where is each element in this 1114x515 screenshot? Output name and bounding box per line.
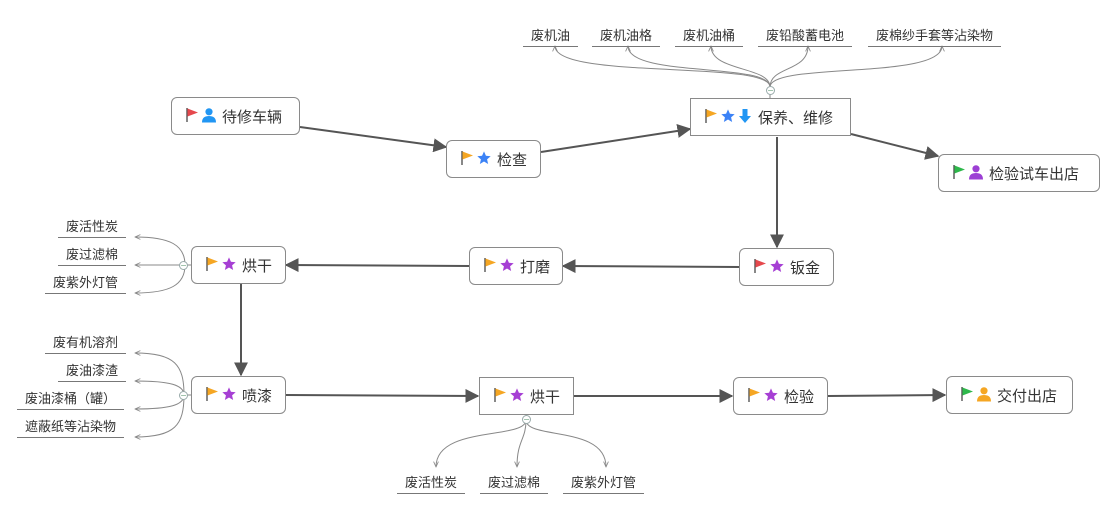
node-polish[interactable]: 打磨: [469, 247, 563, 285]
flag-orange-icon: [459, 149, 475, 167]
node-inspect[interactable]: 检查: [446, 140, 541, 178]
edge-check2-to-deliver: [827, 388, 947, 403]
leaf-waste-activated-carbon[interactable]: 废活性炭: [58, 216, 127, 238]
flag-green-icon: [959, 385, 975, 403]
star-blue-icon: [476, 149, 492, 167]
star-purple-icon: [221, 385, 237, 403]
star-purple-icon: [499, 256, 515, 274]
node-label: 检查: [497, 150, 528, 169]
leaf-waste-filter-cotton-2[interactable]: 废过滤棉: [480, 472, 549, 494]
edge-paint-to-dry2: [285, 388, 480, 403]
node-label: 检验试车出店: [989, 164, 1080, 183]
branch-dry2-waste: [436, 415, 606, 467]
node-maintain-repair[interactable]: 保养、维修: [690, 98, 851, 136]
node-sheet-metal[interactable]: 钣金: [739, 248, 834, 286]
flag-orange-icon: [492, 386, 508, 404]
leaf-waste-filter-cotton[interactable]: 废过滤棉: [58, 244, 127, 266]
node-label: 打磨: [520, 257, 551, 276]
flag-orange-icon: [703, 107, 719, 125]
node-label: 喷漆: [242, 386, 273, 405]
flag-orange-icon: [482, 256, 498, 274]
node-label: 钣金: [790, 258, 821, 277]
leaf-waste-lead-battery[interactable]: 废铅酸蓄电池: [758, 25, 853, 47]
star-purple-icon: [763, 386, 779, 404]
node-label: 待修车辆: [222, 107, 283, 126]
leaf-waste-oil[interactable]: 废机油: [523, 25, 579, 47]
star-purple-icon: [221, 255, 237, 273]
flag-orange-icon: [204, 385, 220, 403]
leaf-waste-organic-solvent[interactable]: 废有机溶剂: [45, 332, 127, 354]
edge-polish-to-dry1: [284, 258, 470, 273]
edge-sheetmetal-to-polish: [561, 259, 740, 274]
leaf-waste-uv-lamp[interactable]: 废紫外灯管: [45, 272, 127, 294]
leaf-waste-uv-lamp-2[interactable]: 废紫外灯管: [563, 472, 645, 494]
collapse-button-dry2[interactable]: −: [522, 415, 531, 424]
leaf-waste-activated-carbon-2[interactable]: 废活性炭: [397, 472, 466, 494]
leaf-waste-paint-can[interactable]: 废油漆桶（罐）: [17, 388, 125, 410]
edge-maintain-to-testdrive: [850, 133, 940, 160]
collapse-button-maintain[interactable]: −: [766, 86, 775, 95]
node-label: 烘干: [530, 387, 561, 406]
leaf-waste-oil-drum[interactable]: 废机油桶: [675, 25, 744, 47]
edge-inspect-to-maintain: [540, 124, 692, 153]
leaf-waste-paint-residue[interactable]: 废油漆渣: [58, 360, 127, 382]
branch-maintain-waste: [555, 46, 942, 98]
collapse-button-paint[interactable]: −: [179, 391, 188, 400]
leaf-masking-paper-contaminated[interactable]: 遮蔽纸等沾染物: [17, 416, 125, 438]
person-blue-icon: [201, 106, 217, 124]
node-test-drive-exit[interactable]: 检验试车出店: [938, 154, 1100, 192]
flag-green-icon: [951, 163, 967, 181]
leaf-waste-oil-filter[interactable]: 废机油格: [592, 25, 661, 47]
node-label: 烘干: [242, 256, 273, 275]
person-purple-icon: [968, 163, 984, 181]
flag-red-icon: [184, 106, 200, 124]
node-dry-1[interactable]: 烘干: [191, 246, 286, 284]
flag-red-icon: [752, 257, 768, 275]
node-waiting-vehicle[interactable]: 待修车辆: [171, 97, 300, 135]
star-blue-icon: [720, 107, 736, 125]
star-purple-icon: [509, 386, 525, 404]
flag-orange-icon: [746, 386, 762, 404]
collapse-button-dry1[interactable]: −: [179, 261, 188, 270]
node-label: 保养、维修: [758, 108, 834, 127]
leaf-waste-contaminated-gloves[interactable]: 废棉纱手套等沾染物: [868, 25, 1002, 47]
arrow-down-blue-icon: [737, 107, 753, 125]
node-label: 交付出店: [997, 386, 1058, 405]
person-orange-icon: [976, 385, 992, 403]
star-purple-icon: [769, 257, 785, 275]
node-label: 检验: [784, 387, 815, 406]
edge-waiting-to-inspect: [299, 126, 448, 153]
node-dry-2[interactable]: 烘干: [479, 377, 574, 415]
branch-dry1-waste: [135, 237, 191, 293]
node-final-check[interactable]: 检验: [733, 377, 828, 415]
node-deliver-exit[interactable]: 交付出店: [946, 376, 1073, 414]
flag-orange-icon: [204, 255, 220, 273]
node-spray-paint[interactable]: 喷漆: [191, 376, 286, 414]
